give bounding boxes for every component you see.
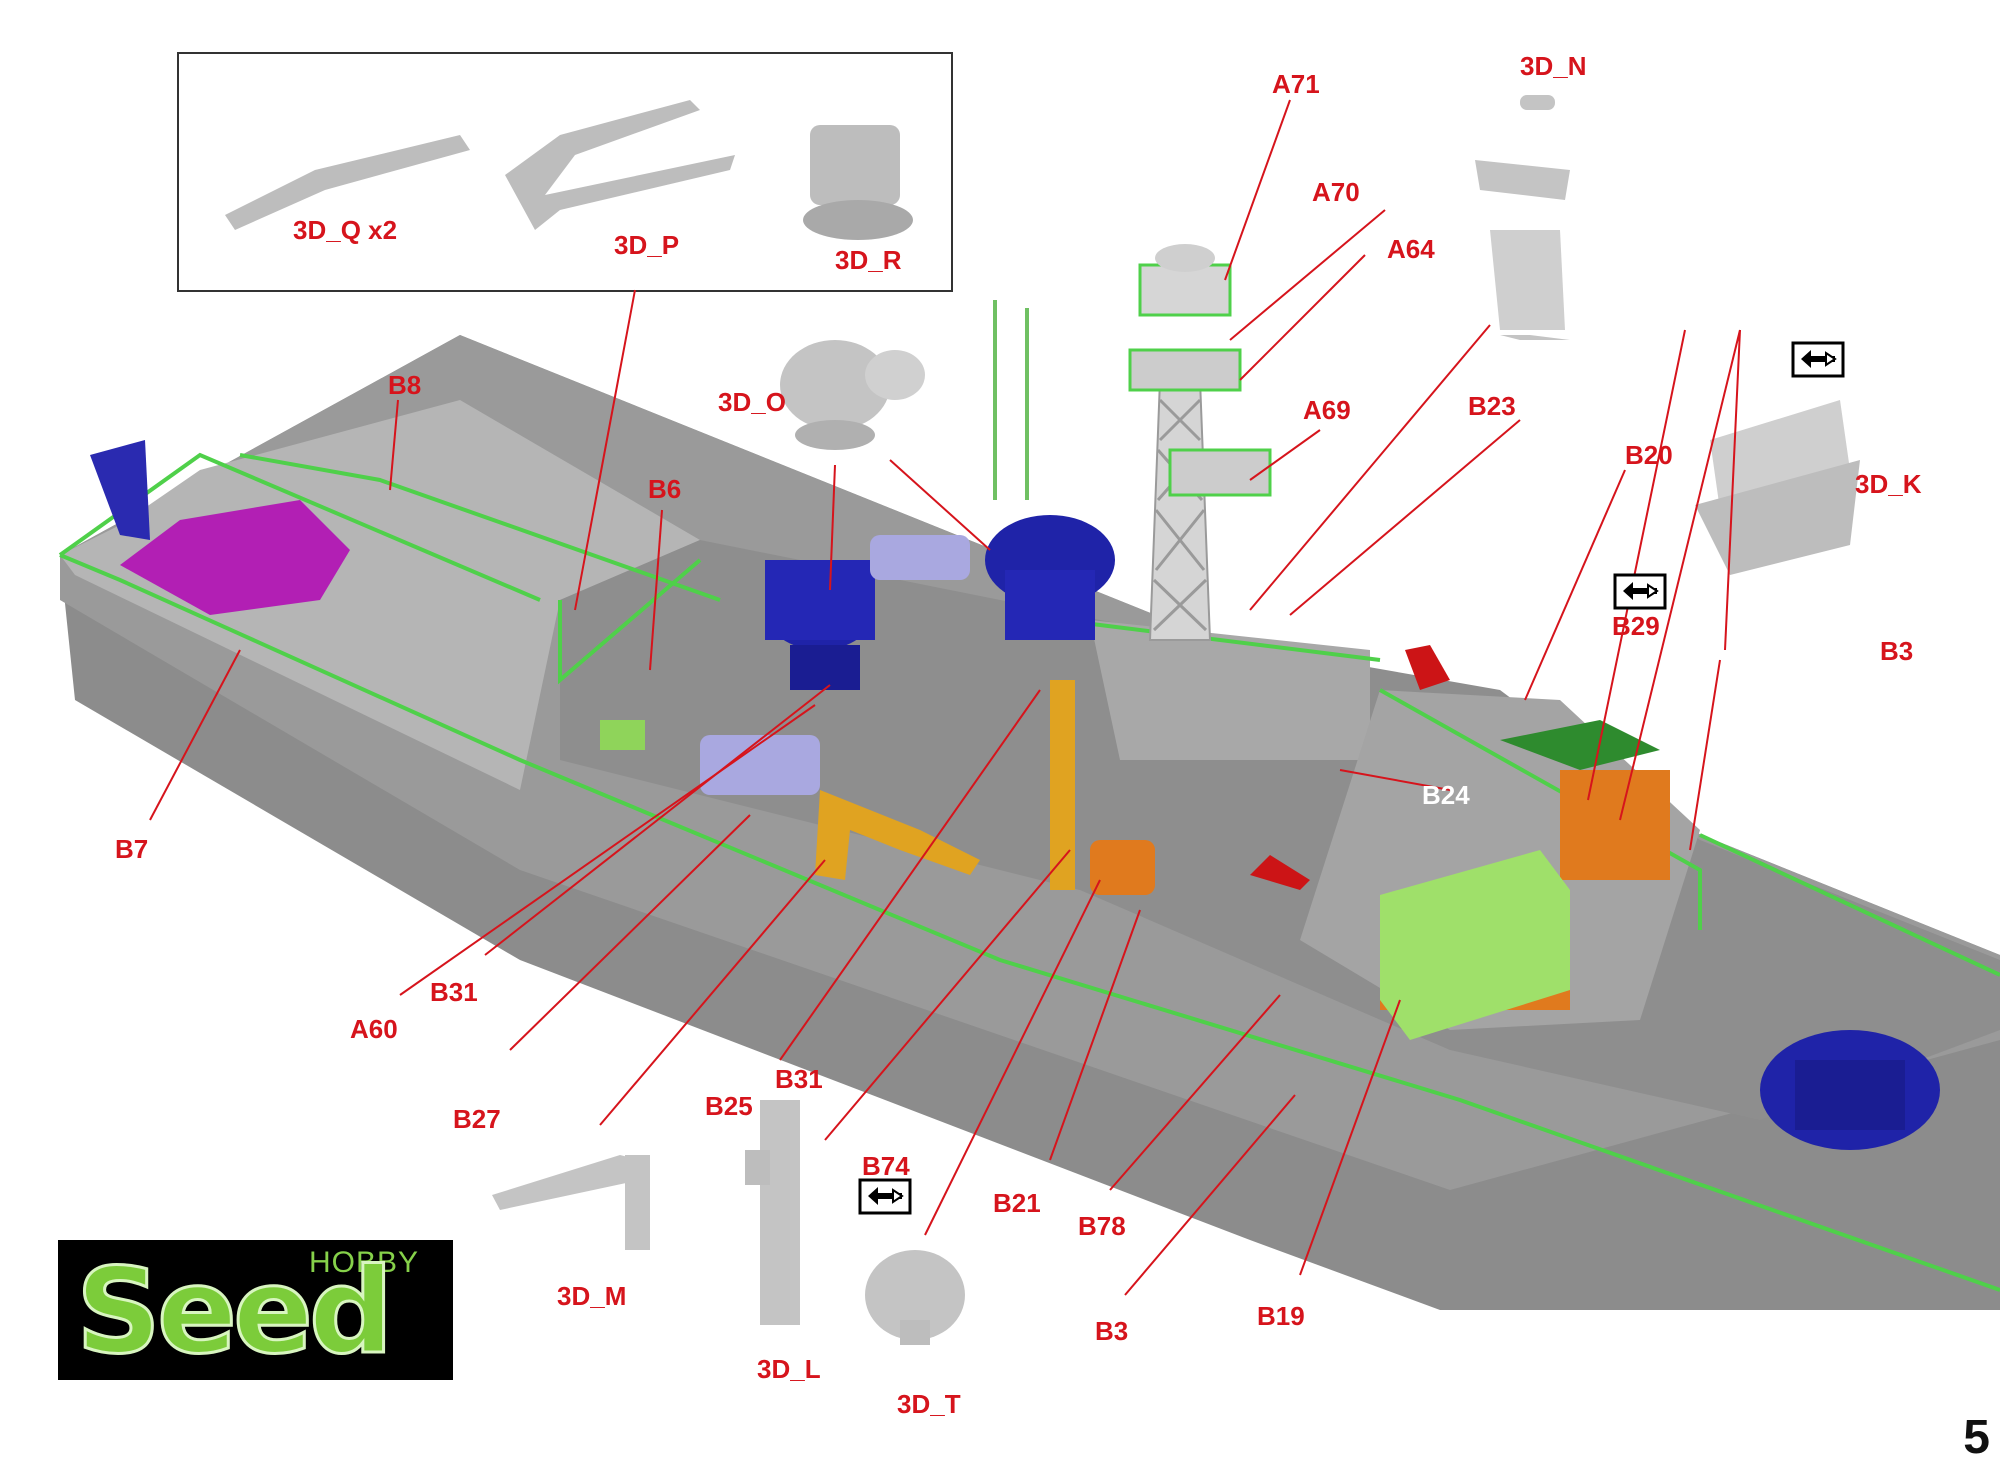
part-3d-k (1695, 400, 1860, 575)
leader-lines (149, 99, 1741, 1296)
part-3d-t (865, 1250, 965, 1345)
label-3d-r: 3D_R (835, 245, 902, 275)
part-3d-o (780, 340, 925, 450)
purple-weapon (90, 440, 350, 615)
part-3d-m (492, 1155, 650, 1250)
label-3d-q: 3D_Q x2 (293, 215, 397, 245)
label-a60: A60 (350, 1014, 398, 1044)
label-3d-m: 3D_M (557, 1281, 626, 1311)
label-b3-bottom: B3 (1095, 1316, 1128, 1346)
label-b6: B6 (648, 474, 681, 504)
inset-box: 3D_Q x2 3D_P 3D_R (177, 52, 953, 292)
ship-deck (60, 400, 2000, 1120)
red-guns (1250, 645, 1450, 890)
label-b31-b: B31 (775, 1064, 823, 1094)
label-b78: B78 (1078, 1211, 1126, 1241)
label-b8: B8 (388, 370, 421, 400)
label-b19: B19 (1257, 1301, 1305, 1331)
page-number: 5 (1963, 1411, 1990, 1464)
label-a64: A64 (1387, 234, 1435, 264)
label-a71: A71 (1272, 69, 1320, 99)
label-3d-p: 3D_P (614, 230, 679, 260)
label-a69: A69 (1303, 395, 1351, 425)
label-b24: B24 (1422, 780, 1470, 810)
label-b3-right: B3 (1880, 636, 1913, 666)
label-b23: B23 (1468, 391, 1516, 421)
label-b25: B25 (705, 1091, 753, 1121)
dark-green-block (1500, 720, 1660, 770)
blue-turret-left (765, 560, 875, 690)
swap-arrows-icon (1791, 341, 1845, 378)
label-b21: B21 (993, 1188, 1041, 1218)
label-3d-o: 3D_O (718, 387, 786, 417)
blue-turret-right (985, 515, 1115, 640)
logo-brand-text: Seed (75, 1242, 396, 1380)
label-3d-l: 3D_L (757, 1354, 821, 1384)
label-b7: B7 (115, 834, 148, 864)
swap-arrows-icon (858, 1178, 912, 1215)
label-a70: A70 (1312, 177, 1360, 207)
blue-gun (1760, 1030, 1940, 1150)
label-3d-n: 3D_N (1520, 51, 1586, 81)
lavender-launchers (700, 535, 970, 795)
label-b74: B74 (862, 1151, 910, 1181)
part-3d-l (745, 1100, 800, 1325)
label-b27: B27 (453, 1104, 501, 1134)
label-b31-a: B31 (430, 977, 478, 1007)
deck-railings (58, 452, 2000, 1292)
lattice-mast (993, 244, 1272, 641)
label-3d-t: 3D_T (897, 1389, 961, 1419)
label-3d-k: 3D_K (1855, 469, 1922, 499)
light-green-blocks (600, 720, 1570, 1040)
hobby-seed-logo: HOBBY Seed (58, 1240, 453, 1380)
swap-arrows-icon (1613, 573, 1667, 610)
label-b29: B29 (1612, 611, 1660, 641)
logo-hobby-text: HOBBY (308, 1246, 419, 1279)
yellow-crane (815, 680, 1075, 890)
label-b20: B20 (1625, 440, 1673, 470)
part-3d-n (1475, 95, 1570, 340)
